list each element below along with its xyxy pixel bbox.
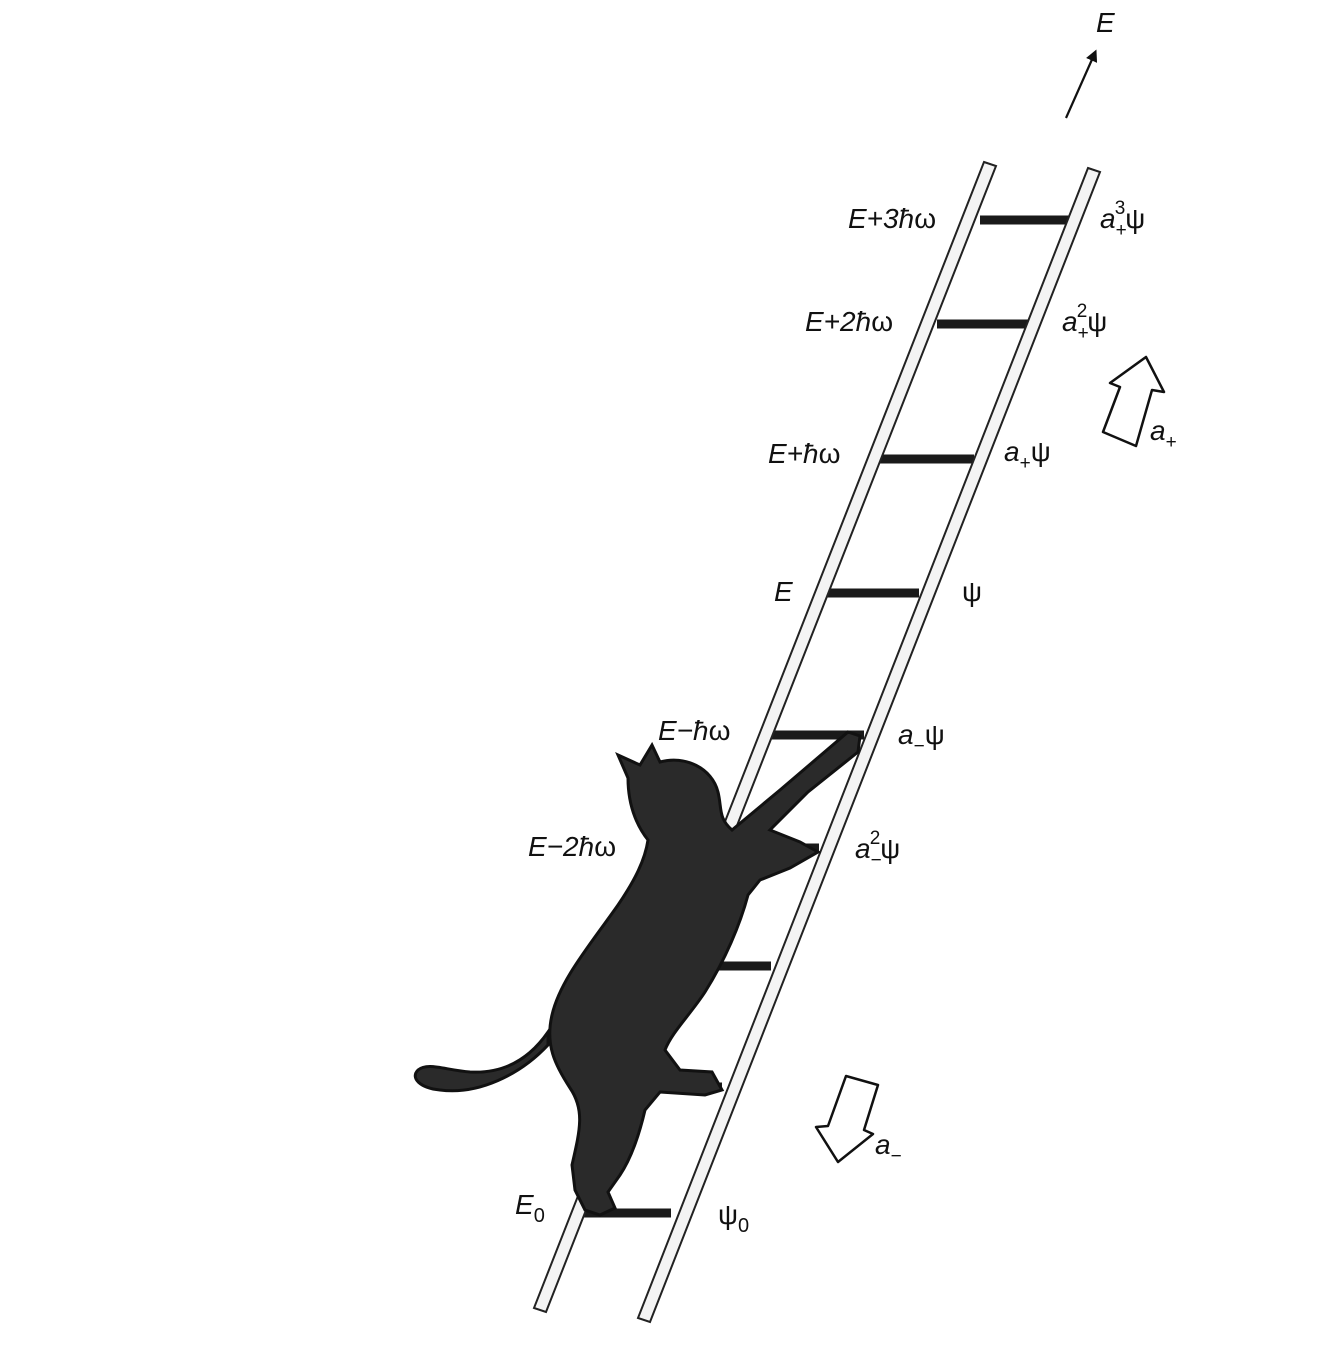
label-e-plus-3hw: E+3ħω: [848, 203, 936, 234]
cat-tail: [413, 1027, 550, 1093]
label-a-plus-squared-psi: a+2ψ: [1062, 301, 1107, 344]
label-e-minus-2hw: E−2ħω: [528, 831, 616, 862]
label-a-plus-psi: a+ψ: [1004, 436, 1051, 474]
label-raising-operator: a+: [1150, 415, 1177, 453]
label-e-zero: E0: [515, 1189, 545, 1227]
label-psi-zero: ψ0: [718, 1199, 749, 1237]
cat-silhouette: [413, 730, 862, 1217]
label-e: E: [774, 576, 793, 607]
label-psi: ψ: [962, 576, 982, 607]
cat-body: [548, 730, 862, 1217]
label-e-minus-hw: E−ħω: [658, 715, 730, 746]
label-lowering-operator: a−: [875, 1129, 902, 1167]
label-e-plus-hw: E+ħω: [768, 438, 840, 469]
label-e-plus-2hw: E+2ħω: [805, 306, 893, 337]
lowering-arrow: [814, 1074, 880, 1164]
label-a-minus-psi: a−ψ: [898, 719, 945, 757]
raising-arrow: [1101, 355, 1166, 448]
energy-axis-label: E: [1096, 7, 1115, 38]
energy-axis-arrow: [1064, 49, 1098, 119]
label-a-minus-squared-psi: a−2ψ: [855, 828, 900, 871]
ladder-right-rail: [636, 166, 1102, 1324]
label-a-plus-cubed-psi: a+3ψ: [1100, 198, 1145, 241]
